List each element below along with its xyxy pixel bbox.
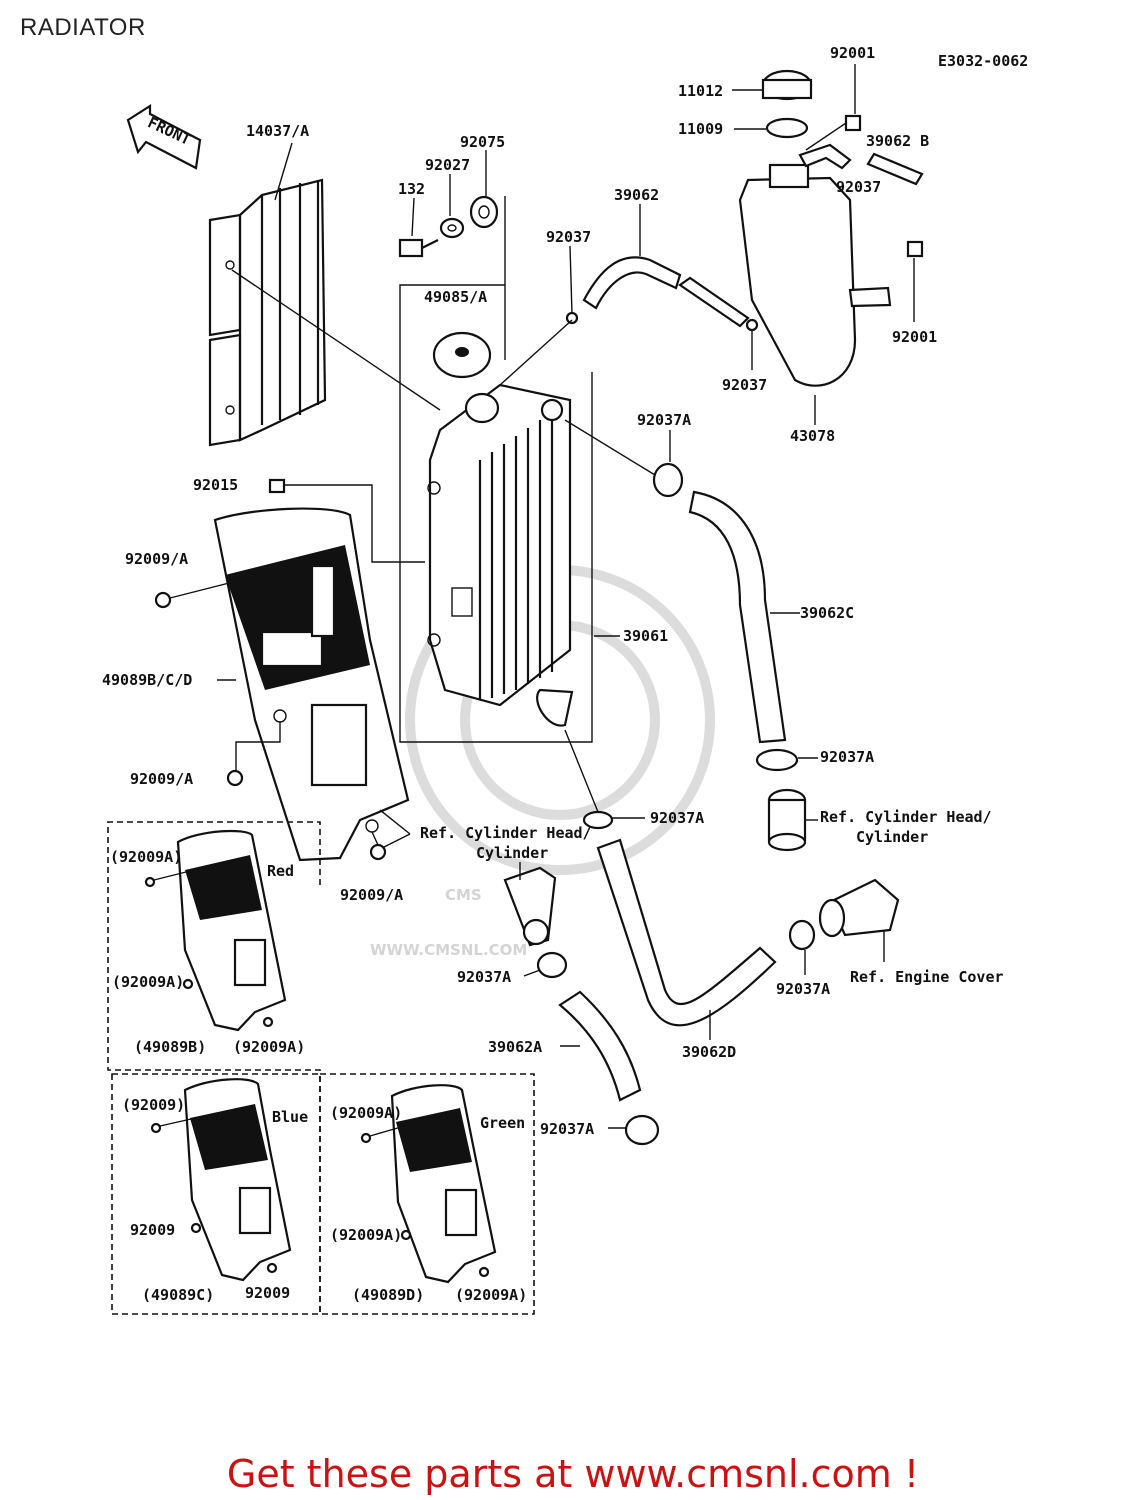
label-39062C: 39062C — [800, 604, 854, 622]
label-39062B: 39062 B — [866, 132, 929, 150]
watermark-logo: CMS — [445, 886, 482, 904]
inset-b-part: (49089B) — [134, 1038, 206, 1056]
inset-c-mid-ref: 92009 — [130, 1221, 175, 1239]
inset-frames — [107, 821, 535, 1315]
label-11012: 11012 — [678, 82, 723, 100]
hose-39062A — [558, 990, 642, 1102]
bolt-92009A-1 — [154, 561, 313, 609]
label-ref-cyl-head-2: Ref. Cylinder Head/ — [820, 808, 992, 826]
hose-39062D — [596, 838, 777, 1040]
label-92001-right: 92001 — [892, 328, 937, 346]
reservoir-tank-43078 — [738, 163, 892, 425]
label-92075: 92075 — [460, 133, 505, 151]
label-92037-tankhose: 92037 — [722, 376, 767, 394]
label-11009: 11009 — [678, 120, 723, 138]
footer-link[interactable]: Get these parts at www.cmsnl.com ! — [226, 1452, 920, 1496]
inset-c-top-ref: (92009) — [122, 1096, 185, 1114]
fitting-engine-cover — [818, 878, 900, 962]
clamp-92037-top — [499, 245, 579, 386]
radiator-grille-14037A — [208, 142, 327, 447]
label-ref-cyl-head-1: Ref. Cylinder Head/ — [420, 824, 592, 842]
inset-c-color: Blue — [272, 1108, 308, 1126]
clamp-92037-tankhose — [745, 318, 759, 370]
hose-39062C — [688, 490, 800, 744]
label-92037A-6: 92037A — [540, 1120, 594, 1138]
radiator-39061 — [427, 383, 620, 727]
inset-b-bottom-ref: (92009A) — [233, 1038, 305, 1056]
label-92037-tank: 92037 — [836, 178, 881, 196]
label-39061: 39061 — [623, 627, 668, 645]
label-92037A-3: 92037A — [650, 809, 704, 827]
breather-hose-39062B — [798, 143, 924, 186]
bolt-92009A-2 — [226, 722, 281, 787]
label-14037A: 14037/A — [246, 122, 309, 140]
grommet-92075 — [469, 150, 499, 229]
label-132: 132 — [398, 180, 425, 198]
badge-200: 200 — [265, 646, 292, 664]
inset-d-mid-ref: (92009A) — [330, 1226, 402, 1244]
label-49085A: 49085/A — [424, 288, 487, 306]
label-ref-cyl-1: Cylinder — [476, 844, 548, 862]
clamp-92037A-5 — [788, 919, 816, 975]
label-92037-top: 92037 — [546, 228, 591, 246]
label-92037A-2: 92037A — [820, 748, 874, 766]
clamp-92037A-6 — [608, 1114, 660, 1146]
radiator-cap-49085A — [432, 331, 492, 379]
label-92009A-1: 92009/A — [125, 550, 188, 568]
label-43078: 43078 — [790, 427, 835, 445]
inset-c-bottom-ref: 92009 — [245, 1284, 290, 1302]
inset-shroud-49089D — [360, 1084, 497, 1284]
label-49089BCD: 49089B/C/D — [102, 671, 192, 689]
bolt-132 — [398, 197, 439, 258]
bolt-92001-right — [906, 240, 924, 322]
tank-cap-11012 — [732, 69, 813, 101]
bolt-92015 — [231, 269, 441, 563]
inset-b-color: Red — [267, 862, 294, 880]
washer-92027 — [439, 174, 465, 239]
label-39062D: 39062D — [682, 1043, 736, 1061]
label-39062A: 39062A — [488, 1038, 542, 1056]
inset-d-color: Green — [480, 1114, 525, 1132]
label-92037A-4: 92037A — [457, 968, 511, 986]
fitting-cylinder-head-left — [503, 862, 557, 947]
front-arrow: FRONT — [126, 103, 202, 170]
label-92037A-5: 92037A — [776, 980, 830, 998]
inset-b-top-ref: (92009A) — [110, 848, 182, 866]
inset-d-part: (49089D) — [352, 1286, 424, 1304]
diagram-code: E3032-0062 — [938, 52, 1028, 70]
label-92015: 92015 — [193, 476, 238, 494]
radiator-assembly-box — [399, 196, 593, 743]
watermark-url: WWW.CMSNL.COM — [370, 941, 527, 959]
inset-c-part: (49089C) — [142, 1286, 214, 1304]
clamp-92037A-4 — [523, 951, 568, 979]
gasket-11009 — [734, 117, 809, 139]
inset-b-mid-ref: (92009A) — [112, 973, 184, 991]
page-title: RADIATOR — [20, 14, 146, 41]
label-92027: 92027 — [425, 156, 470, 174]
label-92009A-2: 92009/A — [130, 770, 193, 788]
hose-39062 — [582, 204, 750, 328]
label-92037A-1: 92037A — [637, 411, 691, 429]
label-92001-top: 92001 — [830, 44, 875, 62]
clamp-92037A-3 — [564, 729, 645, 830]
inset-shroud-49089B — [144, 829, 287, 1032]
label-ref-engine-cover: Ref. Engine Cover — [850, 968, 1004, 986]
inset-shroud-49089C — [150, 1078, 292, 1282]
shroud-49089BCD — [213, 507, 410, 862]
inset-d-bottom-ref: (92009A) — [455, 1286, 527, 1304]
clamp-92037A-2 — [755, 748, 818, 772]
inset-d-top-ref: (92009A) — [330, 1104, 402, 1122]
bolt-92001-top — [805, 64, 862, 151]
label-39062: 39062 — [614, 186, 659, 204]
clamp-92037A-1 — [564, 419, 684, 498]
bolt-92009A-3 — [369, 809, 411, 861]
label-ref-cyl-2: Cylinder — [856, 828, 928, 846]
label-92009A-3: 92009/A — [340, 886, 403, 904]
fitting-cylinder-head-right — [767, 788, 818, 852]
